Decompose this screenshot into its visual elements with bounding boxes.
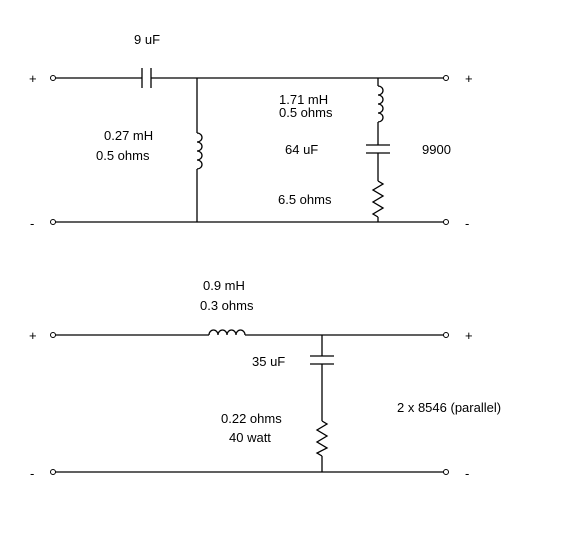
top-crossover-circuit: + - + - 9 uF 0.27 mH 0.5 ohms 1.71 mH 0.… [29,32,473,231]
top-driver-label: 9900 [422,142,451,157]
shunt-inductor-symbol [196,132,203,170]
top-input-plus-terminal [50,75,56,81]
notch-resistor-label: 6.5 ohms [278,192,332,207]
shunt-inductor-resistance-label: 0.5 ohms [96,148,150,163]
notch-inductor-value-label: 1.71 mH [279,92,328,107]
notch-capacitor-label: 64 uF [285,142,318,157]
series-inductor-resistance-label: 0.3 ohms [200,298,254,313]
notch-capacitor-symbol [366,144,390,154]
top-output-minus-label: - [465,216,469,231]
bottom-output-plus-terminal [443,332,449,338]
bottom-output-minus-terminal [443,469,449,475]
bottom-crossover-circuit: + - + - 0.9 mH 0.3 ohms 35 uF 0.22 ohms … [29,278,501,481]
series-capacitor-label: 9 uF [134,32,160,47]
shunt-resistor-value-label: 0.22 ohms [221,411,282,426]
bottom-driver-label: 2 x 8546 (parallel) [397,400,501,415]
top-input-plus-label: + [29,71,37,86]
top-input-minus-label: - [30,216,34,231]
bottom-input-plus-label: + [29,328,37,343]
series-capacitor-symbol [141,68,152,88]
bottom-output-minus-label: - [465,466,469,481]
notch-inductor-symbol [377,85,384,123]
shunt-capacitor-label: 35 uF [252,354,285,369]
shunt-resistor-symbol [315,420,329,457]
shunt-capacitor-symbol [310,355,334,365]
bottom-output-plus-label: + [465,328,473,343]
top-output-plus-label: + [465,71,473,86]
bottom-input-minus-label: - [30,466,34,481]
series-inductor-value-label: 0.9 mH [203,278,245,293]
bottom-input-minus-terminal [50,469,56,475]
shunt-resistor-power-label: 40 watt [229,430,271,445]
shunt-inductor-value-label: 0.27 mH [104,128,153,143]
top-output-plus-terminal [443,75,449,81]
notch-resistor-symbol [371,180,385,218]
top-output-minus-terminal [443,219,449,225]
notch-inductor-resistance-label: 0.5 ohms [279,105,333,120]
bottom-input-plus-terminal [50,332,56,338]
series-inductor-symbol [208,329,246,336]
top-input-minus-terminal [50,219,56,225]
